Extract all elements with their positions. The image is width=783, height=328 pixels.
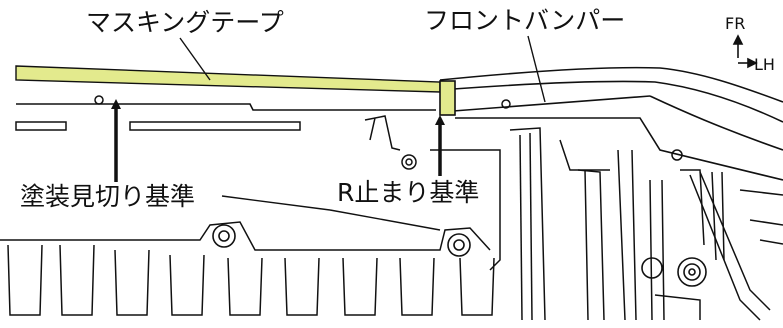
direction-indicator — [732, 34, 758, 69]
leader-lines — [179, 35, 546, 231]
paint-cut-reference-label: 塗装見切り基準 — [16, 182, 200, 211]
masking-tape-label: マスキングテープ — [86, 8, 284, 37]
reference-arrows — [111, 99, 445, 182]
lower-ribs — [0, 221, 495, 316]
direction-lh-label: LH — [754, 55, 775, 74]
front-bumper-label: フロントバンパー — [424, 6, 626, 35]
direction-fr-label: FR — [725, 14, 746, 33]
inner-structure — [509, 127, 783, 321]
masking-tape — [15, 65, 456, 116]
upper-face-features — [15, 95, 683, 271]
r-stop-reference-label: R止まり基準 — [333, 178, 484, 207]
bumper-contour — [16, 66, 783, 181]
mounting-bosses — [212, 224, 707, 287]
